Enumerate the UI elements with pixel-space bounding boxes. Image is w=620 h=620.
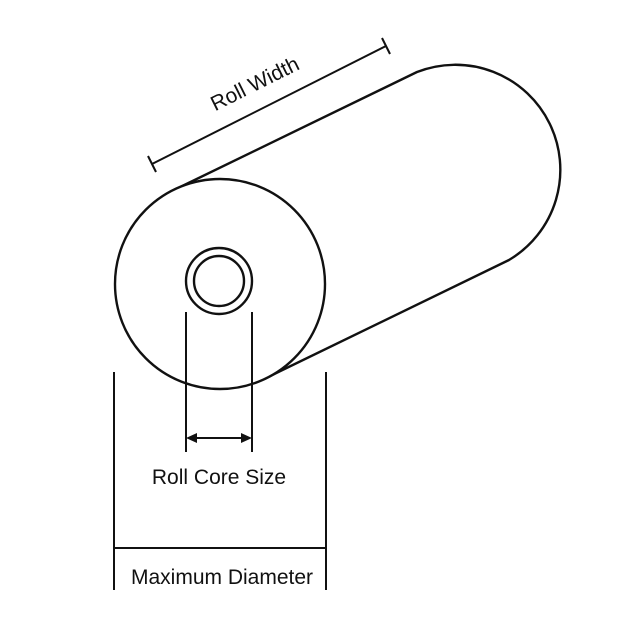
roll-width-label: Roll Width bbox=[207, 53, 303, 116]
maximum-diameter-label: Maximum Diameter bbox=[131, 566, 313, 589]
roll-width-tick-left bbox=[147, 155, 157, 173]
core-arrow-right-icon bbox=[241, 433, 252, 443]
core-inner-circle bbox=[192, 254, 246, 308]
roll-width-dimension-line bbox=[151, 45, 387, 165]
roll-width-tick-right bbox=[381, 37, 391, 55]
roll-core-size-label: Roll Core Size bbox=[152, 466, 286, 489]
core-arrow-left-icon bbox=[186, 433, 197, 443]
